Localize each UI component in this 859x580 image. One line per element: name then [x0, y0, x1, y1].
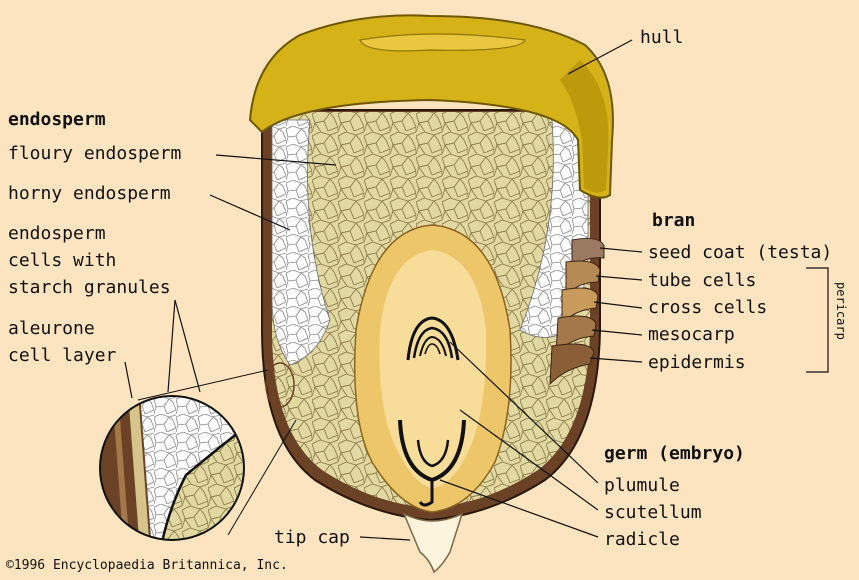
plumule — [406, 316, 460, 361]
label-tip-cap: tip cap — [274, 527, 350, 548]
hull-shadow — [560, 60, 609, 193]
scutellum-region — [379, 250, 487, 488]
label-pericarp: pericarp — [834, 282, 848, 340]
magnified-circle-outline — [99, 395, 245, 541]
label-mesocarp: mesocarp — [648, 324, 735, 345]
label-plumule: plumule — [604, 475, 680, 496]
radicle — [398, 419, 466, 507]
hull — [248, 14, 614, 199]
label-endosperm-heading: endosperm — [8, 109, 106, 130]
horny-endosperm-left — [271, 119, 331, 366]
bran-layers — [549, 238, 605, 386]
label-floury-endosperm: floury endosperm — [8, 143, 182, 164]
label-aleurone-1: aleurone — [8, 318, 95, 339]
tip-cap — [402, 512, 464, 574]
label-starch-cells-2: cells with — [8, 250, 117, 271]
label-scutellum: scutellum — [604, 502, 702, 523]
hull-highlight — [359, 33, 526, 52]
label-cross-cells: cross cells — [648, 297, 768, 318]
label-seed-coat: seed coat (testa) — [648, 242, 833, 263]
label-epidermis: epidermis — [648, 352, 746, 373]
label-aleurone-2: cell layer — [8, 345, 117, 366]
germ — [354, 224, 512, 513]
bran-layer-epidermis — [549, 343, 595, 386]
hull-shape — [248, 14, 614, 199]
magnified-source-region — [265, 362, 295, 408]
copyright: ©1996 Encyclopaedia Britannica, Inc. — [6, 558, 288, 573]
label-starch-cells-3: starch granules — [8, 277, 171, 298]
label-radicle: radicle — [604, 529, 680, 550]
label-germ-heading: germ (embryo) — [604, 443, 745, 464]
label-horny-endosperm: horny endosperm — [8, 183, 171, 204]
label-bran-heading: bran — [652, 210, 696, 231]
label-tube-cells: tube cells — [648, 270, 757, 291]
label-starch-cells-1: endosperm — [8, 223, 106, 244]
leader-lines — [124, 39, 829, 541]
label-hull: hull — [640, 27, 684, 48]
magnified-view — [99, 362, 297, 541]
